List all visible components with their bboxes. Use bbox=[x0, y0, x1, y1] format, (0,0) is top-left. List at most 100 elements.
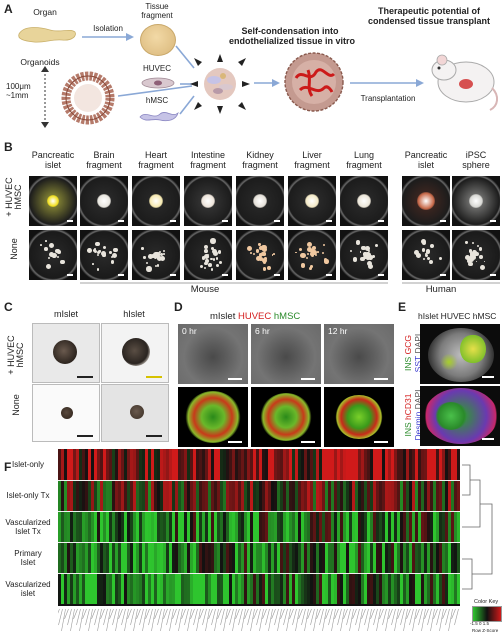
heatmap-cell bbox=[136, 511, 140, 542]
heatmap-cell bbox=[166, 573, 170, 604]
heatmap-cell bbox=[121, 480, 125, 511]
heatmap-cell bbox=[157, 449, 161, 480]
heatmap-cell bbox=[151, 573, 155, 604]
heatmap-cell bbox=[256, 511, 260, 542]
heatmap-cell bbox=[445, 573, 449, 604]
heatmap-cell bbox=[370, 542, 374, 573]
panel-e-letter: E bbox=[398, 300, 407, 314]
heatmap-cell bbox=[103, 511, 107, 542]
heatmap-cell bbox=[409, 573, 413, 604]
heatmap-cell bbox=[355, 480, 359, 511]
heatmap-cell bbox=[403, 542, 407, 573]
heatmap-cell bbox=[73, 542, 77, 573]
heatmap-cell bbox=[139, 542, 143, 573]
heatmap-cell bbox=[241, 511, 245, 542]
heatmap-cell bbox=[211, 449, 215, 480]
condensation-arrow bbox=[254, 79, 280, 87]
heatmap-cell bbox=[253, 449, 257, 480]
heatmap-cell bbox=[100, 480, 104, 511]
e-immuno-top-image bbox=[420, 324, 500, 384]
heatmap-cell bbox=[118, 449, 122, 480]
heatmap-cell bbox=[166, 511, 170, 542]
heatmap-cell bbox=[235, 511, 239, 542]
heatmap-cell bbox=[304, 480, 308, 511]
heatmap-cell bbox=[58, 573, 62, 604]
heatmap-cell bbox=[358, 573, 362, 604]
heatmap-row-label: Vascularized islet bbox=[5, 579, 51, 598]
heatmap-cell bbox=[199, 449, 203, 480]
heatmap-cell bbox=[181, 542, 185, 573]
panel-d-time-label: 0 hr bbox=[182, 326, 197, 336]
panel-c-row-top-label: + HUVEC hMSC bbox=[6, 335, 25, 375]
heatmap-cell bbox=[121, 511, 125, 542]
heatmap-cell bbox=[160, 542, 164, 573]
heatmap-cell bbox=[118, 542, 122, 573]
heatmap-cell bbox=[280, 573, 284, 604]
heatmap-cell bbox=[97, 542, 101, 573]
heatmap-cell bbox=[148, 511, 152, 542]
heatmap-cell bbox=[208, 573, 212, 604]
heatmap-cell bbox=[265, 511, 269, 542]
heatmap-cell bbox=[229, 542, 233, 573]
heatmap-cell bbox=[325, 449, 329, 480]
heatmap-cell bbox=[73, 511, 77, 542]
heatmap-cell bbox=[250, 480, 254, 511]
heatmap-cell bbox=[331, 511, 335, 542]
heatmap-cell bbox=[316, 449, 320, 480]
heatmap-cell bbox=[433, 511, 437, 542]
color-key-title: Color Key bbox=[474, 599, 499, 605]
heatmap-cell bbox=[64, 511, 68, 542]
heatmap-cell bbox=[385, 573, 389, 604]
heatmap-cell bbox=[184, 449, 188, 480]
heatmap-cell bbox=[454, 573, 458, 604]
heatmap-cell bbox=[397, 573, 401, 604]
heatmap-cell bbox=[256, 449, 260, 480]
heatmap-cell bbox=[421, 480, 425, 511]
heatmap-cell bbox=[409, 480, 413, 511]
heatmap-cell bbox=[175, 511, 179, 542]
heatmap-cell bbox=[220, 542, 224, 573]
heatmap-cell bbox=[442, 511, 446, 542]
heatmap-cell bbox=[100, 449, 104, 480]
heatmap-cell bbox=[394, 573, 398, 604]
heatmap-cell bbox=[241, 573, 245, 604]
heatmap-cell bbox=[397, 449, 401, 480]
heatmap-cell bbox=[379, 449, 383, 480]
heatmap-cell bbox=[316, 511, 320, 542]
heatmap-cell bbox=[172, 449, 176, 480]
heatmap-cell bbox=[424, 573, 428, 604]
heatmap-cell bbox=[58, 542, 62, 573]
heatmap-cell bbox=[247, 511, 251, 542]
heatmap-cell bbox=[205, 511, 209, 542]
heatmap-cell bbox=[109, 449, 113, 480]
heatmap-cell bbox=[265, 573, 269, 604]
hmsc-cell-icon bbox=[139, 111, 179, 122]
heatmap-cell bbox=[388, 480, 392, 511]
heatmap-cell bbox=[286, 542, 290, 573]
heatmap-cell bbox=[295, 542, 299, 573]
heatmap-cell bbox=[271, 480, 275, 511]
heatmap-cell bbox=[88, 511, 92, 542]
heatmap-cell bbox=[451, 480, 455, 511]
heatmap-cell bbox=[223, 449, 227, 480]
heatmap-cell bbox=[295, 573, 299, 604]
heatmap-cell bbox=[373, 480, 377, 511]
heatmap-cell bbox=[310, 573, 314, 604]
heatmap-cell bbox=[247, 542, 251, 573]
heatmap-cell bbox=[76, 511, 80, 542]
mislet-huvec-image bbox=[32, 323, 100, 383]
heatmap-cell bbox=[112, 573, 116, 604]
heatmap-cell bbox=[343, 449, 347, 480]
e-hcd31-label: hCD31 bbox=[403, 393, 413, 420]
heatmap-cell bbox=[208, 511, 212, 542]
heatmap-cell bbox=[121, 542, 125, 573]
heatmap-cell bbox=[418, 511, 422, 542]
panel-f-letter: F bbox=[4, 460, 12, 474]
heatmap-cell bbox=[304, 573, 308, 604]
heatmap-cell bbox=[403, 480, 407, 511]
panel-b-group-brackets bbox=[80, 282, 500, 284]
heatmap-cell bbox=[109, 573, 113, 604]
heatmap-cell bbox=[217, 542, 221, 573]
heatmap-cell bbox=[250, 511, 254, 542]
heatmap-cell bbox=[301, 573, 305, 604]
